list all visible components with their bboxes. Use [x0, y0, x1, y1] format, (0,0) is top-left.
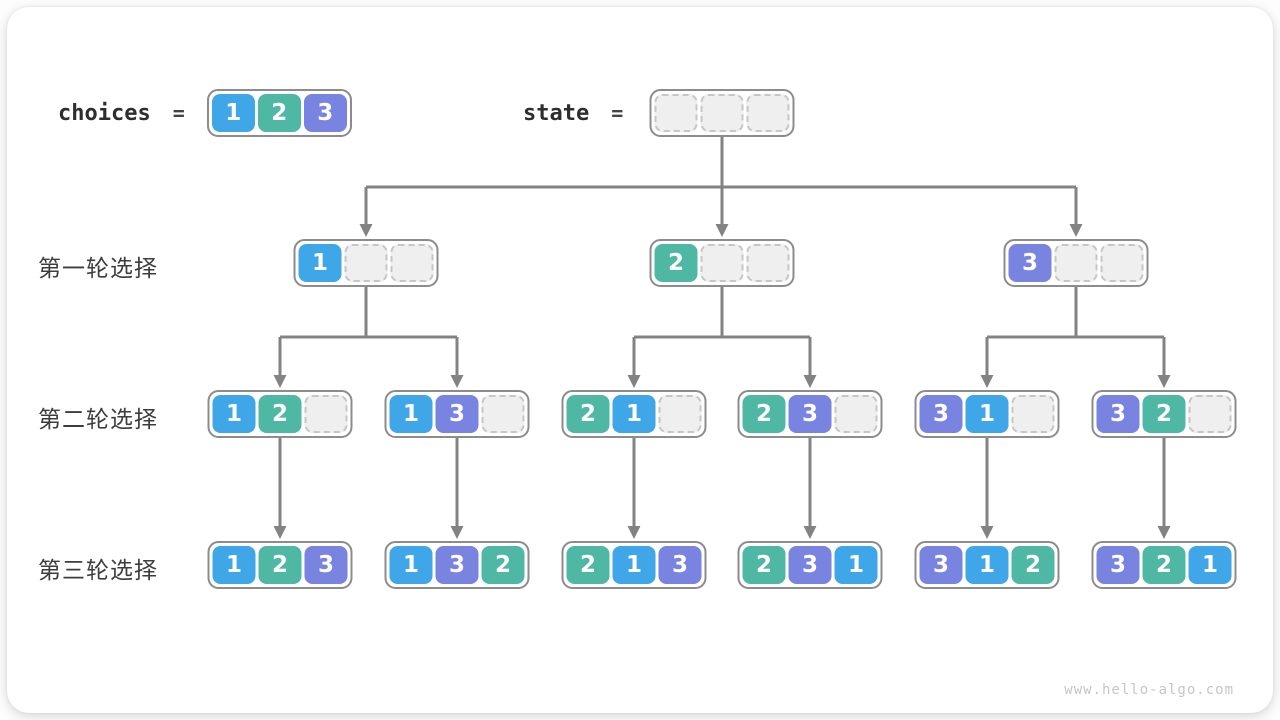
arrowhead-icon — [359, 224, 373, 237]
array-cell-empty — [1054, 244, 1098, 282]
array-cell-2: 2 — [258, 546, 302, 584]
array-cell-2: 2 — [566, 546, 610, 584]
array-cell-2: 2 — [1142, 546, 1186, 584]
array-cell-1: 1 — [965, 395, 1009, 433]
array-cell-empty — [746, 244, 790, 282]
array-cell-empty — [390, 244, 434, 282]
array-cell-1: 1 — [212, 546, 256, 584]
array-cell-2: 2 — [258, 395, 302, 433]
state-root-node — [649, 89, 795, 137]
array-cell-3: 3 — [919, 546, 963, 584]
array-cell-2: 2 — [1011, 546, 1055, 584]
array-cell-3: 3 — [435, 546, 479, 584]
array-cell-1: 1 — [612, 546, 656, 584]
array-cell-2: 2 — [566, 395, 610, 433]
array-cell-empty — [1011, 395, 1055, 433]
array-cell-1: 1 — [612, 395, 656, 433]
node-round1-1: 2 — [649, 239, 795, 287]
arrowhead-icon — [980, 526, 994, 539]
array-cell-3: 3 — [919, 395, 963, 433]
array-cell-3: 3 — [658, 546, 702, 584]
state-legend: state = — [523, 89, 623, 137]
arrowhead-icon — [273, 526, 287, 539]
array-cell-empty — [658, 395, 702, 433]
watermark: www.hello-algo.com — [1064, 682, 1234, 698]
array-cell-1: 1 — [211, 94, 255, 132]
state-label: state — [523, 100, 590, 126]
array-cell-empty — [304, 395, 348, 433]
array-cell-3: 3 — [1008, 244, 1052, 282]
array-cell-empty — [344, 244, 388, 282]
array-cell-3: 3 — [788, 546, 832, 584]
array-cell-empty — [700, 244, 744, 282]
array-cell-1: 1 — [965, 546, 1009, 584]
array-cell-empty — [481, 395, 525, 433]
array-cell-3: 3 — [1096, 546, 1140, 584]
array-cell-1: 1 — [389, 395, 433, 433]
arrowhead-icon — [273, 375, 287, 388]
arrowhead-icon — [450, 375, 464, 388]
row-label-round-3: 第三轮选择 — [38, 557, 158, 583]
arrowhead-icon — [1157, 375, 1171, 388]
arrowhead-icon — [715, 224, 729, 237]
array-cell-empty — [1100, 244, 1144, 282]
arrowhead-icon — [627, 526, 641, 539]
arrowhead-icon — [803, 375, 817, 388]
choices-label: choices — [58, 100, 151, 126]
array-cell-1: 1 — [298, 244, 342, 282]
array-cell-3: 3 — [304, 546, 348, 584]
array-cell-empty — [834, 395, 878, 433]
arrowhead-icon — [1069, 224, 1083, 237]
arrowhead-icon — [803, 526, 817, 539]
array-cell-3: 3 — [1096, 395, 1140, 433]
row-label-round-2: 第二轮选择 — [38, 406, 158, 432]
node-round1-2: 3 — [1003, 239, 1149, 287]
array-cell-1: 1 — [212, 395, 256, 433]
array-cell-empty — [746, 94, 790, 132]
row-label-round-1: 第一轮选择 — [38, 255, 158, 281]
array-cell-1: 1 — [834, 546, 878, 584]
array-cell-3: 3 — [303, 94, 347, 132]
state-equals-sign: = — [611, 101, 624, 125]
array-cell-empty — [700, 94, 744, 132]
array-cell-1: 1 — [389, 546, 433, 584]
array-cell-2: 2 — [481, 546, 525, 584]
array-cell-2: 2 — [257, 94, 301, 132]
array-cell-3: 3 — [788, 395, 832, 433]
array-cell-2: 2 — [742, 395, 786, 433]
arrowhead-icon — [1157, 526, 1171, 539]
arrowhead-icon — [450, 526, 464, 539]
array-cell-2: 2 — [654, 244, 698, 282]
arrowhead-icon — [980, 375, 994, 388]
node-round1-0: 1 — [293, 239, 439, 287]
array-cell-empty — [654, 94, 698, 132]
choices-equals-sign: = — [172, 101, 185, 125]
arrowhead-icon — [627, 375, 641, 388]
array-cell-2: 2 — [1142, 395, 1186, 433]
array-cell-3: 3 — [435, 395, 479, 433]
array-cell-empty — [1188, 395, 1232, 433]
array-cell-2: 2 — [742, 546, 786, 584]
array-cell-1: 1 — [1188, 546, 1232, 584]
